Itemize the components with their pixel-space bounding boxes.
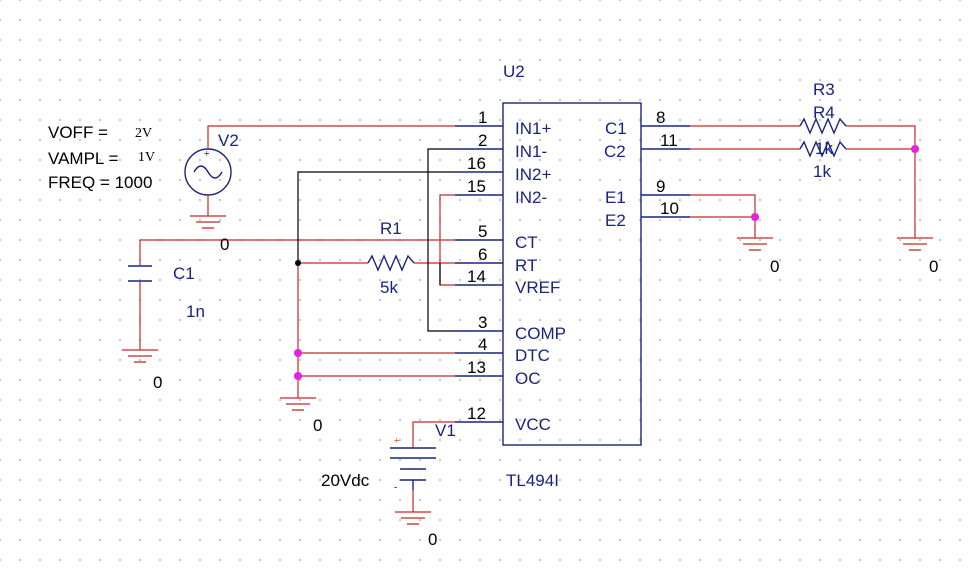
plus-sign: + (204, 149, 210, 160)
pin-num: 8 (656, 108, 665, 127)
pin-name: E2 (605, 211, 626, 230)
pin-num: 6 (478, 245, 487, 264)
pin-name: COMP (515, 324, 566, 343)
pin-num: 2 (478, 131, 487, 150)
v2-voff-label: VOFF = (48, 123, 108, 142)
pin-name: IN2- (515, 188, 547, 207)
pin-num: 10 (660, 199, 679, 218)
ground-e: 0 (737, 237, 779, 276)
v1-minus: - (394, 482, 397, 493)
pin-name: E1 (605, 188, 626, 207)
pin-3[interactable]: 3 COMP (455, 313, 566, 343)
wires (139, 125, 916, 512)
v2-voff-value: 2V (135, 126, 152, 141)
ground-v2: 0 (190, 215, 229, 254)
pin-num: 9 (656, 177, 665, 196)
ground-label: 0 (220, 235, 229, 254)
ground-label: 0 (313, 416, 322, 435)
v2-vampl-value: 1V (138, 150, 155, 165)
junction-r (911, 145, 919, 153)
u2-ref: U2 (503, 62, 525, 81)
pin-num: 14 (467, 267, 486, 286)
pin-4[interactable]: 4 DTC (455, 335, 550, 365)
pin-name: VREF (515, 278, 560, 297)
pin-num: 1 (478, 108, 487, 127)
ground-r: 0 (897, 237, 938, 276)
pin-name: DTC (515, 346, 550, 365)
u2-part: TL494I (506, 471, 559, 490)
pin-2[interactable]: 2 IN1- (455, 131, 547, 161)
pin-name: IN1- (515, 142, 547, 161)
pin-8[interactable]: 8 C1 (605, 108, 690, 138)
v1-plus: + (394, 436, 400, 447)
pin-num: 4 (478, 335, 487, 354)
pin-13[interactable]: 13 OC (455, 358, 541, 388)
pin-name: RT (515, 256, 537, 275)
pin-num: 13 (467, 358, 486, 377)
ground-label: 0 (153, 373, 162, 392)
pin-name: OC (515, 369, 541, 388)
pin-num: 11 (660, 131, 678, 150)
pin-15[interactable]: 15 IN2- (455, 177, 547, 207)
v2-source[interactable]: + (184, 148, 232, 216)
r1-resistor[interactable] (367, 254, 415, 272)
pin-10[interactable]: 10 E2 (605, 199, 690, 230)
junction-black (295, 260, 301, 266)
junction-dtc (294, 349, 302, 357)
pin-6[interactable]: 6 RT (455, 245, 537, 275)
ground-v1: 0 (395, 511, 437, 549)
r3-ref: R3 (813, 80, 835, 99)
u2-body[interactable] (502, 102, 642, 446)
ground-label: 0 (929, 257, 938, 276)
v1-ref: V1 (435, 421, 456, 440)
pin-num: 12 (467, 404, 486, 423)
pin-5[interactable]: 5 CT (455, 222, 538, 252)
junction-oc (294, 372, 302, 380)
pin-name: C2 (604, 142, 626, 161)
pin-num: 3 (478, 313, 487, 332)
ground-label: 0 (770, 257, 779, 276)
c1-capacitor[interactable] (128, 265, 152, 282)
pin-11[interactable]: 11 C2 (604, 131, 690, 161)
pin-name: CT (515, 233, 538, 252)
pin-9[interactable]: 9 E1 (605, 177, 690, 207)
r3-resistor[interactable] (799, 117, 847, 135)
pin-12[interactable]: 12 VCC (455, 404, 551, 434)
c1-ref: C1 (173, 264, 195, 283)
v1-value: 20Vdc (321, 471, 370, 490)
v2-freq: FREQ = 1000 (48, 173, 152, 192)
v2-vampl-label: VAMPL = (48, 149, 118, 168)
v2-ref: V2 (218, 131, 239, 150)
pin-num: 15 (467, 177, 486, 196)
ground-label: 0 (428, 530, 437, 549)
pin-num: 16 (467, 154, 486, 173)
black-wires (297, 148, 455, 332)
r4-value: 1k (813, 162, 831, 181)
pin-16[interactable]: 16 IN2+ (455, 154, 551, 184)
r1-ref: R1 (380, 219, 402, 238)
r1-value: 5k (380, 278, 398, 297)
pin-name: IN2+ (515, 165, 551, 184)
ground-dtc: 0 (280, 397, 322, 435)
junction-e (751, 213, 759, 221)
r4-resistor[interactable] (799, 140, 847, 158)
v1-battery[interactable] (390, 447, 436, 490)
pin-num: 5 (478, 222, 487, 241)
pin-name: C1 (605, 119, 627, 138)
ground-c1: 0 (122, 349, 162, 392)
r3-value: 1k (815, 139, 833, 158)
r4-ref: R4 (813, 103, 835, 122)
pin-14[interactable]: 14 VREF (455, 267, 560, 297)
pin-1[interactable]: 1 IN1+ (455, 108, 551, 138)
pin-name: IN1+ (515, 119, 551, 138)
pin-name: VCC (515, 415, 551, 434)
c1-value: 1n (186, 302, 205, 321)
